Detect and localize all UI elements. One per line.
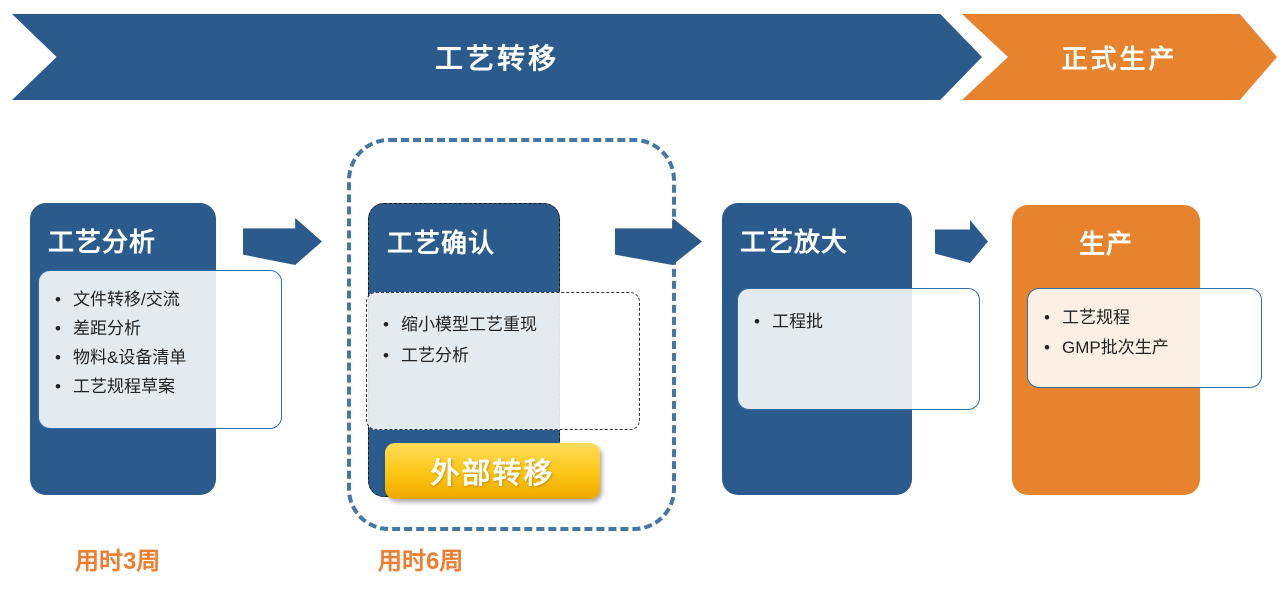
external-transfer-badge-label: 外部转移 — [430, 458, 555, 490]
detail-items-scale-up: 工程批 — [738, 307, 979, 336]
list-item: 物料&设备清单 — [39, 343, 281, 372]
right-arrow-icon — [243, 218, 322, 265]
list-item: 文件转移/交流 — [39, 285, 281, 314]
stage-title-analysis: 工艺分析 — [48, 227, 157, 257]
list-item: 工艺规程 — [1028, 303, 1261, 333]
stage-title-scale-up: 工艺放大 — [740, 227, 849, 257]
stage-title-confirmation: 工艺确认 — [387, 228, 496, 258]
detail-list-analysis: 文件转移/交流 差距分析 物料&设备清单 工艺规程草案 — [38, 270, 282, 429]
external-transfer-badge: 外部转移 — [385, 443, 600, 499]
detail-items-confirmation: 缩小模型工艺重现 工艺分析 — [367, 309, 639, 371]
detail-items-analysis: 文件转移/交流 差距分析 物料&设备清单 工艺规程草案 — [39, 285, 281, 401]
list-item: GMP批次生产 — [1028, 333, 1261, 363]
external-transfer-group-outline — [347, 138, 676, 531]
detail-list-production: 工艺规程 GMP批次生产 — [1027, 288, 1262, 388]
banner-formal-production-label: 正式生产 — [1061, 43, 1178, 74]
banner-process-transfer-label: 工艺转移 — [434, 43, 559, 74]
detail-list-scale-up: 工程批 — [737, 288, 980, 410]
banner-process-transfer: 工艺转移 — [12, 14, 982, 100]
right-arrow-icon — [935, 220, 988, 263]
list-item: 工艺规程草案 — [39, 372, 281, 401]
list-item: 缩小模型工艺重现 — [367, 309, 639, 340]
stage-title-production: 生产 — [1078, 229, 1133, 259]
banner-formal-production: 正式生产 — [962, 14, 1277, 100]
detail-items-production: 工艺规程 GMP批次生产 — [1028, 303, 1261, 363]
list-item: 工程批 — [738, 307, 979, 336]
duration-caption-confirmation: 用时6周 — [378, 548, 464, 575]
detail-list-confirmation: 缩小模型工艺重现 工艺分析 — [366, 292, 640, 430]
list-item: 工艺分析 — [367, 340, 639, 371]
list-item: 差距分析 — [39, 314, 281, 343]
duration-caption-analysis: 用时3周 — [75, 548, 161, 575]
